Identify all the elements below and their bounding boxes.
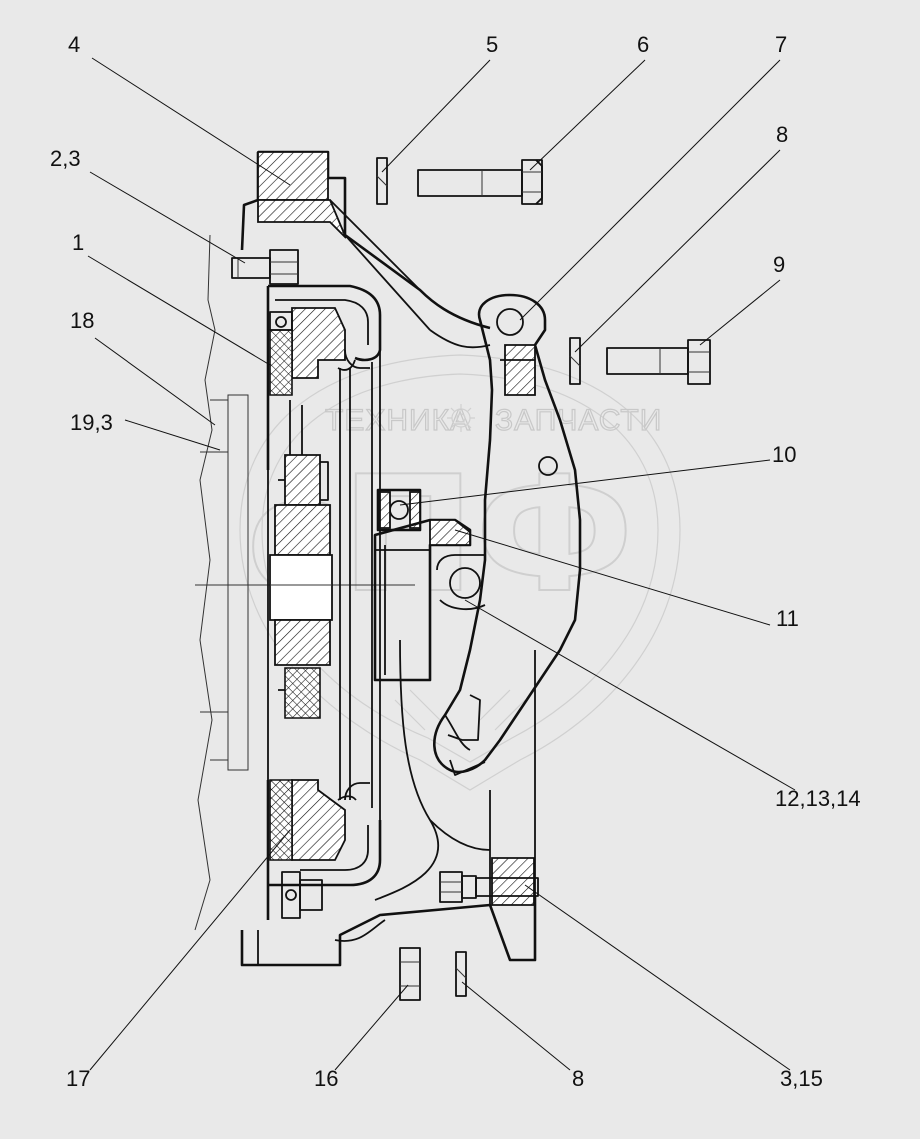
callout-19-3: 19,3 [70,410,113,435]
leader-lines [87,57,796,1071]
callout-9: 9 [773,252,785,277]
watermark-brand-right: ЗАПЧАСТИ [495,404,662,437]
bolt-9 [606,339,711,385]
washer-8-lower [455,951,467,997]
callout-12-13-14: 12,13,14 [775,786,861,811]
washer-8-upper [569,337,581,385]
callout-8-upper: 8 [776,122,788,147]
release-bearing [373,488,472,682]
callout-7: 7 [775,32,787,57]
callout-4: 4 [68,32,80,57]
callout-8-lower: 8 [572,1066,584,1091]
callout-18: 18 [70,308,94,333]
flywheel-outline [194,234,249,931]
pressure-plate-upper [266,284,382,470]
release-fork [433,293,582,776]
callout-5: 5 [486,32,498,57]
callout-1: 1 [72,230,84,255]
callout-labels: 4 5 6 7 8 2,3 9 1 18 19,3 10 11 12,13,14… [50,32,861,1091]
pressure-plate-lower [266,779,382,920]
watermark-brand-left: ТЕХНИКА [325,404,471,437]
bolt-6 [417,159,543,205]
washer-5 [376,157,388,205]
bolt-2-3 [231,249,299,285]
clutch-housing [240,150,537,967]
callout-3-15: 3,15 [780,1066,823,1091]
nut-16 [399,947,421,1001]
bolt-3-15 [439,871,539,903]
callout-17: 17 [66,1066,90,1091]
callout-10: 10 [772,442,796,467]
gear-icon [447,404,475,432]
callout-16: 16 [314,1066,338,1091]
callout-6: 6 [637,32,649,57]
callout-2-3: 2,3 [50,146,81,171]
diaphragm-spring [289,350,381,820]
callout-11: 11 [776,606,799,631]
driven-disc-hub [267,454,333,780]
